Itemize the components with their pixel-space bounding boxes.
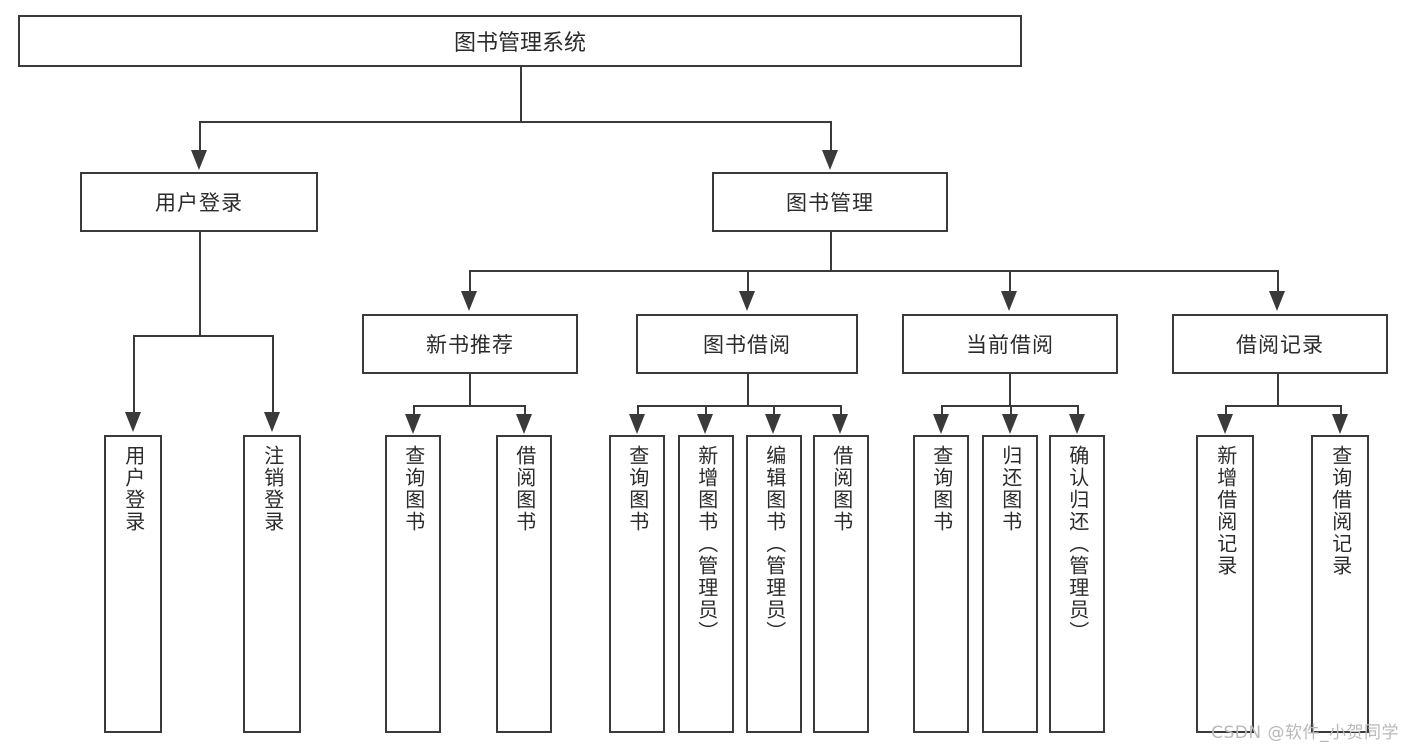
arrowhead-br-leaf-1 (1217, 414, 1233, 434)
connector-borrow-record-bar (1225, 405, 1341, 407)
connector-new-book-bar (413, 405, 525, 407)
arrowhead-book-mgmt (822, 150, 838, 170)
arrowhead-bb-leaf-4 (832, 414, 848, 434)
connector-cb-leaf-3 (1077, 405, 1079, 421)
connector-borrow-record-stem (1277, 374, 1279, 406)
leaf-label: 借阅图书 (512, 445, 537, 533)
leaf-label: 查询图书 (401, 445, 426, 533)
connector-root-to-user-login (199, 121, 201, 153)
connector-bb-leaf-3 (773, 405, 775, 421)
connector-bb-leaf-2 (705, 405, 707, 421)
leaf-label: 新增图书（管理员） (694, 445, 719, 643)
arrowhead-current-borrow (1001, 291, 1017, 311)
connector-to-new-book (469, 270, 471, 294)
connector-cb-leaf-1 (941, 405, 943, 421)
connector-book-borrow-bar (637, 405, 841, 407)
leaf-query-book-cb[interactable]: 查询图书 (913, 435, 969, 733)
connector-user-login-bar (133, 335, 273, 337)
arrowhead-cb-leaf-1 (933, 414, 949, 434)
leaf-return-book[interactable]: 归还图书 (982, 435, 1038, 733)
connector-current-borrow-stem (1009, 374, 1011, 406)
connector-cb-leaf-2 (1010, 405, 1012, 421)
leaf-label: 借阅图书 (829, 445, 854, 533)
arrowhead-user-login (191, 150, 207, 170)
leaf-user-login[interactable]: 用户登录 (104, 435, 162, 733)
connector-to-book-borrow (747, 270, 749, 294)
leaf-query-book-nb[interactable]: 查询图书 (385, 435, 441, 733)
node-book-borrow[interactable]: 图书借阅 (636, 314, 858, 374)
node-user-login[interactable]: 用户登录 (80, 172, 318, 232)
connector-book-mgmt-stem (830, 232, 832, 272)
arrowhead-new-book (461, 291, 477, 311)
arrowhead-cb-leaf-2 (1002, 414, 1018, 434)
connector-root-bar (199, 121, 831, 123)
node-label: 图书借阅 (703, 333, 791, 357)
arrowhead-nb-leaf-1 (405, 414, 421, 434)
node-book-management[interactable]: 图书管理 (712, 172, 948, 232)
leaf-label: 用户登录 (121, 445, 146, 533)
leaf-label: 注销登录 (260, 445, 285, 533)
connector-to-leaf-logout (272, 335, 274, 415)
node-label: 图书管理 (786, 191, 874, 215)
connector-bb-leaf-4 (840, 405, 842, 421)
node-label: 用户登录 (155, 191, 243, 215)
leaf-label: 编辑图书（管理员） (762, 445, 787, 643)
leaf-borrow-book-bb[interactable]: 借阅图书 (813, 435, 869, 733)
leaf-label: 查询借阅记录 (1328, 445, 1353, 577)
leaf-query-borrow-record[interactable]: 查询借阅记录 (1311, 435, 1369, 733)
leaf-label: 确认归还（管理员） (1065, 445, 1090, 643)
leaf-label: 查询图书 (929, 445, 954, 533)
arrowhead-leaf-logout (264, 412, 280, 432)
node-borrow-record[interactable]: 借阅记录 (1172, 314, 1388, 374)
arrowhead-bb-leaf-1 (629, 414, 645, 434)
node-label: 图书管理系统 (453, 31, 586, 56)
arrowhead-leaf-user-login (125, 412, 141, 432)
leaf-label: 查询图书 (625, 445, 650, 533)
leaf-label: 归还图书 (998, 445, 1023, 533)
node-new-book-recommend[interactable]: 新书推荐 (362, 314, 578, 374)
connector-to-leaf-user-login (133, 335, 135, 415)
arrowhead-borrow-record (1269, 291, 1285, 311)
leaf-add-borrow-record[interactable]: 新增借阅记录 (1196, 435, 1254, 733)
arrowhead-br-leaf-2 (1332, 414, 1348, 434)
connector-root-stem (520, 67, 522, 122)
connector-new-book-stem (469, 374, 471, 406)
connector-current-borrow-bar (941, 405, 1078, 407)
connector-to-current-borrow (1009, 270, 1011, 294)
arrowhead-book-borrow (739, 291, 755, 311)
leaf-confirm-return-admin[interactable]: 确认归还（管理员） (1049, 435, 1105, 733)
node-current-borrow[interactable]: 当前借阅 (902, 314, 1118, 374)
node-root-system[interactable]: 图书管理系统 (18, 15, 1022, 67)
connector-root-to-book-mgmt (830, 121, 832, 153)
leaf-logout[interactable]: 注销登录 (243, 435, 301, 733)
connector-book-mgmt-bar (469, 270, 1278, 272)
connector-br-leaf-2 (1340, 405, 1342, 421)
leaf-add-book-admin[interactable]: 新增图书（管理员） (678, 435, 734, 733)
arrowhead-bb-leaf-3 (765, 414, 781, 434)
connector-book-borrow-stem (747, 374, 749, 406)
node-label: 借阅记录 (1236, 333, 1324, 357)
connector-br-leaf-1 (1225, 405, 1227, 421)
node-label: 当前借阅 (966, 333, 1054, 357)
leaf-borrow-book-nb[interactable]: 借阅图书 (496, 435, 552, 733)
arrowhead-nb-leaf-2 (516, 414, 532, 434)
node-label: 新书推荐 (426, 333, 514, 357)
connector-user-login-stem (199, 232, 201, 336)
leaf-label: 新增借阅记录 (1213, 445, 1238, 577)
connector-to-borrow-record (1277, 270, 1279, 294)
connector-nb-leaf-1 (413, 405, 415, 421)
arrowhead-bb-leaf-2 (697, 414, 713, 434)
connector-nb-leaf-2 (524, 405, 526, 421)
leaf-query-book-bb[interactable]: 查询图书 (609, 435, 665, 733)
leaf-edit-book-admin[interactable]: 编辑图书（管理员） (746, 435, 802, 733)
connector-bb-leaf-1 (637, 405, 639, 421)
arrowhead-cb-leaf-3 (1069, 414, 1085, 434)
